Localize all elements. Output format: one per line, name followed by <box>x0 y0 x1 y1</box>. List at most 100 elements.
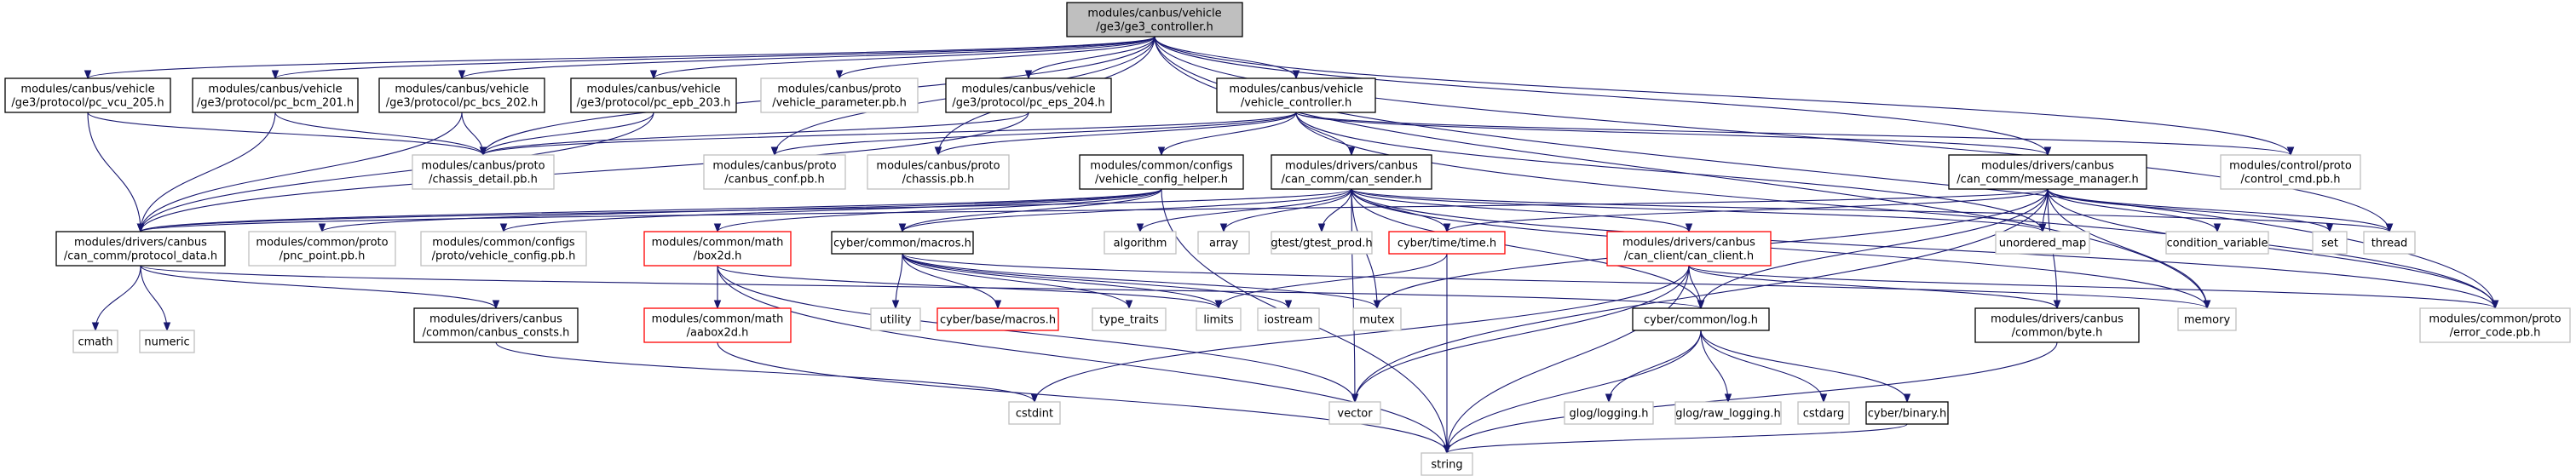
node-unordered-map[interactable]: unordered_map <box>1995 231 2090 255</box>
edge-arrowhead <box>271 70 279 80</box>
node-control-cmd[interactable]: modules/control/proto/control_cmd.pb.h <box>2220 154 2361 190</box>
node-pnc-point[interactable]: modules/common/proto/pnc_point.pb.h <box>248 231 396 267</box>
node-vehicle-parameter[interactable]: modules/canbus/proto/vehicle_parameter.p… <box>760 77 919 113</box>
node-base-macros[interactable]: cyber/base/macros.h <box>936 307 1059 331</box>
node-algorithm[interactable]: algorithm <box>1104 231 1177 255</box>
edge-line <box>87 112 484 156</box>
node-cyber-macros[interactable]: cyber/common/macros.h <box>831 231 974 255</box>
node-condition-variable[interactable]: condition_variable <box>2165 231 2269 255</box>
edge-line <box>895 253 903 309</box>
node-pc-epb-203[interactable]: modules/canbus/vehicle/ge3/protocol/pc_e… <box>570 77 737 113</box>
node-byte[interactable]: modules/drivers/canbus/common/byte.h <box>1974 307 2140 343</box>
node-label: modules/canbus/vehicle <box>586 83 720 96</box>
edge-line <box>902 253 1219 309</box>
edge-line <box>274 112 484 156</box>
edge-line <box>1688 265 2496 309</box>
edge-line <box>495 341 1035 403</box>
node-label: modules/canbus/vehicle <box>20 83 154 96</box>
edge-cyber-binary-to-string <box>1443 423 1908 455</box>
edge-canbus-consts-to-cstdint <box>495 341 1039 404</box>
node-vehicle-config[interactable]: modules/common/configs/proto/vehicle_con… <box>420 231 587 267</box>
node-type-traits[interactable]: type_traits <box>1092 307 1167 331</box>
node-vector[interactable]: vector <box>1328 401 1381 425</box>
edge-line <box>1608 330 1702 403</box>
node-box <box>1216 77 1376 113</box>
edge-line <box>902 253 1130 309</box>
node-label: /error_code.pb.h <box>2450 327 2541 340</box>
edge-line <box>902 253 2208 309</box>
node-cstdint[interactable]: cstdint <box>1008 401 1061 425</box>
edge-can-sender-to-thread <box>1351 188 2394 233</box>
node-canbus-conf[interactable]: modules/canbus/proto/canbus_conf.pb.h <box>703 154 846 190</box>
node-label: modules/canbus/proto <box>876 160 1000 173</box>
node-pc-eps-204[interactable]: modules/canbus/vehicle/ge3/protocol/pc_e… <box>945 77 1112 113</box>
node-label: cstdint <box>1016 408 1053 421</box>
node-chassis[interactable]: modules/canbus/proto/chassis.pb.h <box>867 154 1010 190</box>
node-box <box>1974 307 2140 343</box>
node-can-sender[interactable]: modules/drivers/canbus/can_comm/can_send… <box>1271 154 1432 190</box>
edge-arrowhead <box>1605 393 1613 404</box>
node-layer: modules/canbus/vehicle/ge3/ge3_controlle… <box>4 2 2571 476</box>
edge-line <box>1446 265 1690 454</box>
edge-line <box>1700 330 1729 403</box>
edge-line <box>1218 253 1448 309</box>
edge-vehicle-controller-to-chassis <box>934 112 1297 157</box>
node-cyber-binary[interactable]: cyber/binary.h <box>1865 401 1949 425</box>
edge-cyber-macros-to-memory <box>902 253 2211 310</box>
edge-line <box>1034 265 1690 403</box>
node-can-client[interactable]: modules/drivers/canbus/can_client/can_cl… <box>1606 231 1772 267</box>
node-label: /ge3/protocol/pc_epb_203.h <box>577 97 731 110</box>
node-glog-raw-logging[interactable]: glog/raw_logging.h <box>1674 401 1782 425</box>
node-box2d[interactable]: modules/common/math/box2d.h <box>643 231 792 267</box>
node-memory[interactable]: memory <box>2177 307 2237 331</box>
node-label: modules/canbus/proto <box>421 160 545 173</box>
node-string[interactable]: string <box>1421 452 1473 476</box>
node-protocol-data[interactable]: modules/drivers/canbus/can_comm/protocol… <box>55 231 226 267</box>
edge-cyber-macros-to-base-macros <box>902 253 1002 310</box>
node-chassis-detail[interactable]: modules/canbus/proto/chassis_detail.pb.h <box>412 154 555 190</box>
node-numeric[interactable]: numeric <box>139 330 195 353</box>
node-pc-bcs-202[interactable]: modules/canbus/vehicle/ge3/protocol/pc_b… <box>378 77 545 113</box>
edge-line <box>1295 112 2291 156</box>
node-glog-logging[interactable]: glog/logging.h <box>1564 401 1654 425</box>
node-label: /ge3/protocol/pc_vcu_205.h <box>11 97 164 110</box>
node-cyber-log[interactable]: cyber/common/log.h <box>1632 307 1770 331</box>
node-box <box>2165 231 2269 255</box>
edge-ge3-controller-to-pc-bcm-201 <box>271 36 1155 80</box>
edge-line <box>1223 188 1352 232</box>
node-aabox2d[interactable]: modules/common/math/aabox2d.h <box>643 307 792 343</box>
node-label: /proto/vehicle_config.pb.h <box>432 250 576 263</box>
node-cstdarg[interactable]: cstdarg <box>1797 401 1850 425</box>
edge-layer <box>84 36 2499 455</box>
node-canbus-consts[interactable]: modules/drivers/canbus/common/canbus_con… <box>413 307 579 343</box>
node-ge3-controller[interactable]: modules/canbus/vehicle/ge3/ge3_controlle… <box>1066 2 1243 37</box>
node-thread[interactable]: thread <box>2363 231 2416 255</box>
node-vehicle-controller[interactable]: modules/canbus/vehicle/vehicle_controlle… <box>1216 77 1376 113</box>
edge-arrowhead <box>1443 444 1451 455</box>
node-gtest-prod[interactable]: gtest/gtest_prod.h <box>1271 231 1373 255</box>
node-box <box>1995 231 2090 255</box>
edge-line <box>87 112 141 232</box>
node-mutex[interactable]: mutex <box>1352 307 1402 331</box>
edge-can-sender-to-algorithm <box>1136 188 1352 233</box>
node-limits[interactable]: limits <box>1196 307 1242 331</box>
node-vehicle-config-helper[interactable]: modules/common/configs/vehicle_config_he… <box>1079 154 1244 190</box>
node-pc-vcu-205[interactable]: modules/canbus/vehicle/ge3/protocol/pc_v… <box>4 77 171 113</box>
node-iostream[interactable]: iostream <box>1257 307 1320 331</box>
edge-arrowhead <box>1347 146 1356 157</box>
node-set[interactable]: set <box>2312 231 2348 255</box>
node-box <box>55 231 226 267</box>
edge-pc-vcu-205-to-chassis-detail <box>87 112 487 157</box>
node-box <box>1092 307 1167 331</box>
node-box <box>139 330 195 353</box>
node-message-manager[interactable]: modules/drivers/canbus/can_comm/message_… <box>1948 154 2147 190</box>
node-utility[interactable]: utility <box>870 307 921 331</box>
node-box <box>1632 307 1770 331</box>
node-array[interactable]: array <box>1197 231 1250 255</box>
node-cmath[interactable]: cmath <box>72 330 118 353</box>
node-pc-bcm-201[interactable]: modules/canbus/vehicle/ge3/protocol/pc_b… <box>192 77 359 113</box>
edge-line <box>482 112 1297 156</box>
node-cyber-time[interactable]: cyber/time/time.h <box>1388 231 1506 255</box>
node-label: modules/canbus/vehicle <box>1229 83 1363 96</box>
node-error-code[interactable]: modules/common/proto/error_code.pb.h <box>2419 307 2571 343</box>
